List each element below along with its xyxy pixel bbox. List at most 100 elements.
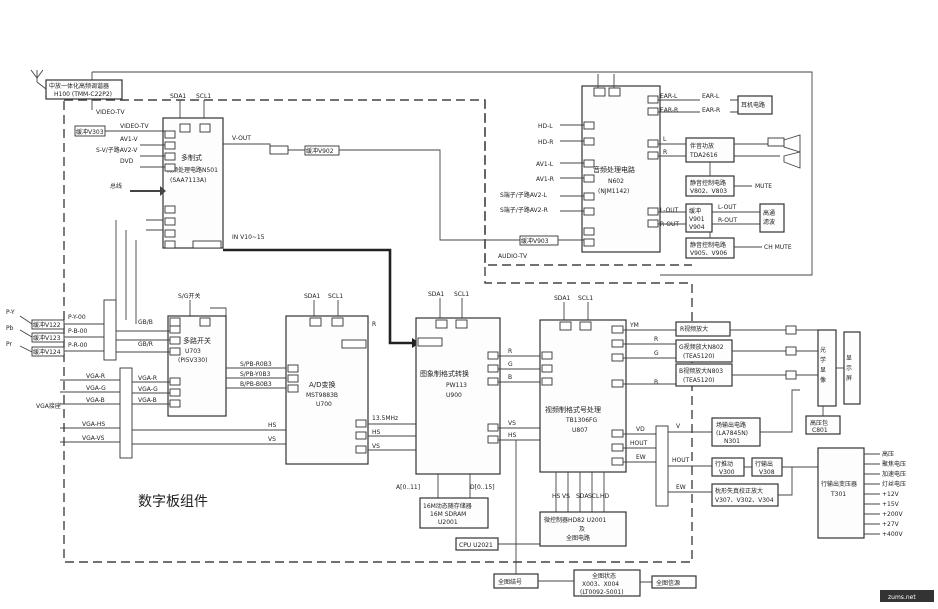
buffer-v902-box — [304, 145, 340, 156]
crt-label-2: 学 — [820, 356, 826, 364]
deflection-connector — [655, 425, 669, 507]
av1-v-label: AV1-V — [120, 136, 138, 143]
mcu-block: 微控制器HD82 U2001 及 全图电路 — [539, 511, 627, 547]
pincushion-sub: V307、V302、V304 — [715, 497, 774, 504]
adc-sub: MST9883B — [306, 392, 338, 399]
horizontal-out-sub: V308 — [759, 469, 775, 476]
crt-label-3: 显 — [820, 367, 826, 374]
r-amp-block — [675, 321, 731, 337]
scaler-b-label: B — [508, 374, 512, 381]
audio-tv-label: AUDIO-TV — [498, 253, 528, 260]
scaler-part: U900 — [446, 392, 462, 399]
buffer-v124-box — [31, 346, 65, 357]
fbt-label: 行输出变压器 — [821, 480, 857, 488]
vga-socket-label: VGA接座 — [36, 402, 61, 410]
highpass-label: 高通 — [763, 209, 775, 217]
vga-g-bus: VGA-G — [138, 386, 158, 393]
vga-r-bus: VGA-R — [138, 375, 157, 382]
power-status-label: 全图状态 — [592, 572, 616, 580]
tuner-block: 中放一体化高频调谐器 H100 (TMM-C22P2) — [45, 79, 123, 100]
hv-out-label: 高压 — [882, 450, 894, 458]
scaler-g-label: G — [508, 361, 513, 368]
vproc-pin-hd: HD — [600, 493, 610, 500]
vga-hs-label: VGA-HS — [82, 421, 105, 428]
sdram-block: 16M动态随存储器 16M SDRAM U2001 — [419, 497, 489, 529]
ear-l-out-label: EAR-L — [702, 93, 720, 100]
mute-ctrl-2-label: 静音控制电路 — [690, 241, 726, 249]
crt-label-4: 像 — [820, 376, 826, 384]
adc-sda-label: SDA1 — [304, 293, 320, 300]
ear-r-out-label: EAR-R — [702, 107, 720, 114]
audio-part: (NJM1142) — [598, 188, 629, 195]
l-out2-label: L-OUT — [718, 204, 737, 211]
headphone-label: 耳机电路 — [741, 101, 765, 109]
b-amp-label: B视频放大N803 — [679, 367, 723, 375]
vs-wire-label: VS — [268, 436, 276, 443]
scaler-block: 图象制格式转换 PW113 U900 — [415, 317, 501, 475]
vga-r-label: VGA-R — [86, 373, 105, 380]
power-amp-sub: TDA2616 — [689, 152, 718, 159]
ew-label: EW — [636, 454, 646, 461]
screen-label: 显 — [846, 355, 852, 362]
audio-buffer-label: 缓冲 — [689, 207, 701, 215]
screen-label-3: 屏 — [846, 375, 852, 382]
hd-r-label: HD-R — [538, 139, 553, 146]
watermark-badge — [880, 590, 934, 602]
sdram-label: 16M动态随存储器 — [423, 502, 472, 510]
ear-r-label: EAR-R — [660, 107, 678, 114]
ear-l-label: EAR-L — [660, 93, 678, 100]
vproc-block: 视频制格式号处理 TB1306FG U807 — [539, 319, 627, 473]
hv-sub: C801 — [812, 427, 828, 434]
highpass-block — [759, 203, 785, 233]
switch-block: 多路开关 U703 (PI5V330) — [167, 315, 227, 417]
gb-label: GB/B — [138, 319, 153, 326]
vertical-drive-label: 场输出电路 — [716, 421, 746, 429]
hout-sig-2-label: HOUT — [672, 457, 690, 464]
gr-label: GB/R — [138, 341, 153, 348]
g-amp-sub: (TEA5120) — [683, 353, 715, 360]
vproc-pin-hs: HS — [552, 493, 561, 500]
mute-ctrl-1-label: 静音控制电路 — [690, 179, 726, 187]
b-amp-sub: (TEA5120) — [683, 377, 715, 384]
horizontal-drive-label: 行推动 — [715, 460, 733, 468]
mcu-label: 微控制器HD82 U2001 — [544, 516, 607, 524]
audio-block: 音频处理电路 N602 (NJM1142) — [581, 85, 661, 253]
crt-label: 光 — [820, 346, 826, 354]
amp-l-label: L — [663, 136, 667, 143]
audio-buffer-block — [685, 203, 713, 233]
mute-ctrl-1-sub: V802、V803 — [690, 188, 727, 195]
r-out2-label: R-OUT — [718, 217, 737, 224]
switch-part: (PI5V330) — [178, 357, 207, 364]
adc-vs-label: VS — [372, 443, 380, 450]
audio-buffer-sub: V901 — [689, 216, 705, 223]
scaler-sda-label: SDA1 — [428, 291, 444, 298]
v400-label: +400V — [882, 531, 903, 538]
audio-label: 音频处理电路 — [593, 165, 635, 174]
dvd-label: DVD — [120, 158, 134, 165]
vproc-label: 视频制格式号处理 — [545, 405, 601, 414]
tuner-sub: H100 (TMM-C22P2) — [54, 91, 112, 98]
vga-vs-label: VGA-VS — [82, 435, 105, 442]
vertical-drive-block — [711, 417, 761, 447]
p-y-in-label: P-Y — [6, 309, 15, 316]
adc-scl-label: SCL1 — [328, 293, 343, 300]
bus-label: 总线 — [110, 182, 122, 190]
component-connector — [103, 299, 117, 361]
antenna-icon — [30, 69, 44, 82]
ch-mute-label: CH MUTE — [764, 244, 792, 251]
sdram-sub: 16M SDRAM — [430, 511, 466, 518]
vertical-drive-sub: (LA7845N) — [716, 430, 748, 437]
v-out-label: V-OUT — [232, 135, 251, 142]
v200-label: +200V — [882, 511, 903, 518]
mcu-part: 全图电路 — [566, 534, 590, 542]
data-bus-label: D[0..15] — [470, 484, 495, 491]
tuner-label: 中放一体化高频调谐器 — [49, 82, 109, 90]
vproc-pin-vs: VS — [562, 493, 570, 500]
power-amp-label: 伴音功放 — [690, 142, 714, 150]
cpu-label: CPU U2021 — [459, 542, 493, 549]
decoder-sda-label: SDA1 — [170, 93, 186, 100]
scaler-label: 图象制格式转换 — [420, 369, 469, 378]
adc-part: U700 — [316, 401, 332, 408]
watermark-text: zums.net — [888, 594, 916, 601]
vproc-b-label: B — [654, 379, 658, 386]
